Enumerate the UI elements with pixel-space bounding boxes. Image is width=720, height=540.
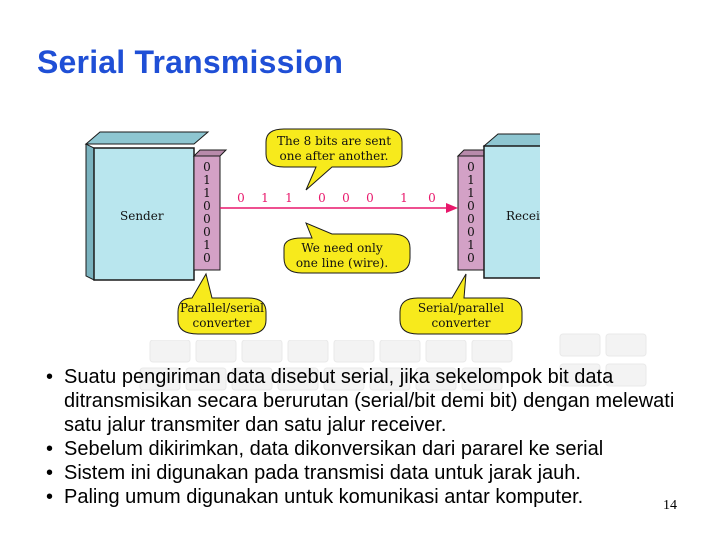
receiver-bit: 1 — [467, 173, 475, 187]
receiver-bit: 0 — [467, 212, 475, 226]
bullet-item: Sistem ini digunakan pada transmisi data… — [46, 461, 686, 485]
bullet-item: Suatu pengiriman data disebut serial, ji… — [46, 365, 686, 437]
callout-parallel-serial-line1: Parallel/serial — [180, 301, 264, 315]
sender-bit: 0 — [203, 225, 211, 239]
receiver-label: Receiver — [506, 209, 540, 223]
page-number: 14 — [663, 498, 677, 513]
receiver-bit: 1 — [467, 186, 475, 200]
sender-register: 0 1 1 0 0 0 1 0 — [192, 149, 228, 271]
callout-bits-sent-line1: The 8 bits are sent — [277, 134, 391, 148]
line-bit: 1 — [261, 191, 269, 205]
line-bit: 1 — [285, 191, 293, 205]
line-bit: 0 — [342, 191, 350, 205]
sender-bit: 0 — [203, 212, 211, 226]
receiver-bit: 0 — [467, 225, 475, 239]
callout-bits-sent-line2: one after another. — [280, 149, 389, 163]
receiver-register: 0 1 1 0 0 0 1 0 — [456, 149, 492, 271]
callout-parallel-serial-line2: converter — [193, 316, 252, 330]
bullet-item: Sebelum dikirimkan, data dikonversikan d… — [46, 437, 686, 461]
receiver-box: Receiver — [482, 133, 600, 279]
transmission-line: 0 1 1 0 0 0 1 0 — [220, 191, 458, 213]
callout-serial-parallel-line1: Serial/parallel — [418, 301, 504, 315]
sender-bit: 1 — [203, 238, 211, 252]
bullet-list: Suatu pengiriman data disebut serial, ji… — [46, 365, 686, 509]
callout-serial-parallel: Serial/parallel converter — [399, 273, 523, 335]
serial-transmission-diagram: Sender 0 1 1 0 0 0 1 0 0 1 1 — [80, 126, 600, 340]
sender-box: Sender — [84, 131, 210, 281]
slide-title: Serial Transmission — [37, 44, 344, 80]
callout-one-line: We need only one line (wire). — [283, 222, 411, 274]
bullet-item: Paling umum digunakan untuk komunikasi a… — [46, 485, 686, 509]
sender-bit: 0 — [203, 160, 211, 174]
callout-bits-sent: The 8 bits are sent one after another. — [265, 128, 403, 191]
line-bit: 0 — [366, 191, 374, 205]
receiver-bit: 1 — [467, 238, 475, 252]
callout-parallel-serial: Parallel/serial converter — [177, 272, 267, 335]
receiver-bit: 0 — [467, 160, 475, 174]
callout-serial-parallel-line2: converter — [432, 316, 491, 330]
line-bit: 0 — [428, 191, 436, 205]
receiver-bit: 0 — [467, 251, 475, 265]
line-bit: 1 — [400, 191, 408, 205]
sender-bit: 1 — [203, 173, 211, 187]
line-bit: 0 — [237, 191, 245, 205]
sender-bit: 0 — [203, 251, 211, 265]
sender-label: Sender — [120, 209, 164, 223]
line-bit: 0 — [318, 191, 326, 205]
sender-bit: 0 — [203, 199, 211, 213]
callout-one-line-line1: We need only — [301, 241, 382, 255]
callout-one-line-line2: one line (wire). — [296, 256, 388, 270]
sender-bit: 1 — [203, 186, 211, 200]
receiver-bit: 0 — [467, 199, 475, 213]
